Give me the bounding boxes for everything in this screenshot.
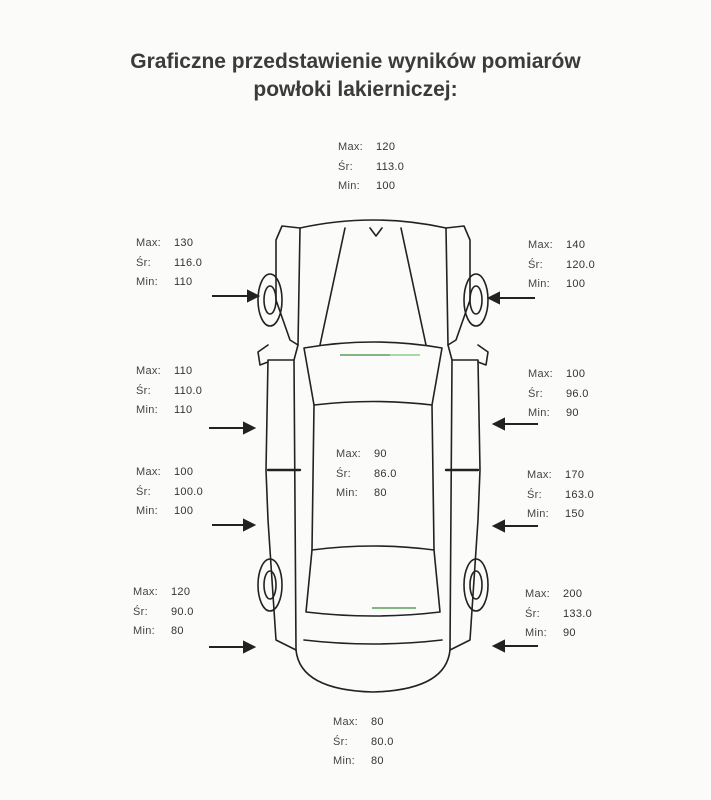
avg-value: 80.0 [371, 735, 394, 748]
avg-value: 116.0 [174, 256, 203, 269]
avg-label: Śr: [528, 258, 543, 271]
car-body-outline [293, 219, 453, 693]
avg-label: Śr: [527, 488, 542, 501]
arrow-right-icon [247, 289, 261, 303]
avg-label: Śr: [136, 256, 151, 269]
min-label: Min: [136, 505, 158, 517]
avg-label: Śr: [525, 607, 540, 620]
page-title: Graficzne przedstawienie wyników pomiaró… [0, 48, 711, 104]
max-label: Max: [136, 466, 162, 478]
avg-value: 86.0 [374, 467, 397, 480]
max-value: 100 [566, 368, 586, 380]
min-label: Min: [133, 625, 155, 637]
measure-front-left: Max: 130 Śr: 116.0 Min: 110 [136, 234, 202, 293]
min-label: Min: [527, 508, 549, 520]
avg-label: Śr: [528, 387, 543, 400]
max-value: 170 [565, 469, 585, 481]
min-value: 80 [374, 487, 387, 499]
max-value: 80 [371, 716, 384, 728]
rear-window [305, 545, 441, 617]
avg-label: Śr: [338, 160, 353, 173]
min-label: Min: [336, 487, 358, 499]
title-line-1: Graficzne przedstawienie wyników pomiaró… [130, 50, 581, 73]
min-label: Min: [136, 404, 158, 416]
avg-value: 110.0 [174, 384, 203, 397]
measure-roof: Max: 90 Śr: 86.0 Min: 80 [336, 445, 397, 504]
measure-door-rear-right: Max: 170 Śr: 163.0 Min: 150 [527, 466, 594, 525]
min-label: Min: [136, 276, 158, 288]
arrows [209, 289, 538, 654]
min-value: 100 [376, 180, 396, 192]
measure-door-front-left: Max: 110 Śr: 110.0 Min: 110 [136, 362, 202, 421]
min-label: Min: [525, 627, 547, 639]
avg-value: 113.0 [376, 160, 405, 173]
arrow-left-icon [491, 639, 505, 653]
max-value: 130 [174, 237, 194, 249]
max-label: Max: [336, 448, 362, 460]
max-value: 140 [566, 239, 586, 251]
measure-door-front-right: Max: 100 Śr: 96.0 Min: 90 [528, 365, 589, 424]
title-line-2: powłoki lakierniczej: [253, 78, 458, 101]
min-label: Min: [528, 278, 550, 290]
arrow-left-icon [486, 291, 500, 305]
avg-value: 96.0 [566, 387, 589, 400]
max-label: Max: [333, 716, 359, 728]
max-label: Max: [136, 365, 162, 377]
measure-rear-right: Max: 200 Śr: 133.0 Min: 90 [525, 585, 592, 644]
avg-label: Śr: [136, 485, 151, 498]
max-label: Max: [528, 368, 554, 380]
min-value: 100 [566, 278, 586, 290]
max-value: 100 [174, 466, 194, 478]
avg-value: 120.0 [566, 258, 596, 271]
avg-label: Śr: [136, 384, 151, 397]
avg-label: Śr: [336, 467, 351, 480]
arrow-left-icon [491, 417, 505, 431]
measure-door-rear-left: Max: 100 Śr: 100.0 Min: 100 [136, 463, 203, 522]
max-label: Max: [527, 469, 553, 481]
measure-rear-left: Max: 120 Śr: 90.0 Min: 80 [133, 583, 194, 642]
min-label: Min: [338, 180, 360, 192]
arrow-right-icon [243, 421, 257, 435]
avg-value: 133.0 [563, 607, 593, 620]
arrow-right-icon [243, 640, 257, 654]
max-label: Max: [136, 237, 162, 249]
max-value: 120 [171, 586, 191, 598]
max-value: 200 [563, 588, 583, 600]
min-value: 80 [171, 625, 184, 637]
avg-value: 90.0 [171, 605, 194, 618]
measure-front-right: Max: 140 Śr: 120.0 Min: 100 [528, 236, 595, 295]
avg-value: 100.0 [174, 485, 204, 498]
min-label: Min: [333, 755, 355, 767]
avg-label: Śr: [333, 735, 348, 748]
min-value: 90 [566, 407, 579, 419]
min-value: 90 [563, 627, 576, 639]
avg-label: Śr: [133, 605, 148, 618]
arrow-left-icon [491, 519, 505, 533]
min-value: 110 [174, 404, 193, 416]
max-label: Max: [133, 586, 159, 598]
max-label: Max: [528, 239, 554, 251]
measure-hood: Max: 120 Śr: 113.0 Min: 100 [338, 138, 404, 197]
min-value: 100 [174, 505, 194, 517]
max-value: 120 [376, 141, 396, 153]
measure-trunk: Max: 80 Śr: 80.0 Min: 80 [333, 713, 394, 772]
max-label: Max: [525, 588, 551, 600]
windshield [303, 341, 443, 406]
avg-value: 163.0 [565, 488, 595, 501]
min-label: Min: [528, 407, 550, 419]
min-value: 80 [371, 755, 384, 767]
max-value: 110 [174, 365, 193, 377]
min-value: 110 [174, 276, 193, 288]
min-value: 150 [565, 508, 585, 520]
max-label: Max: [338, 141, 364, 153]
arrow-right-icon [243, 518, 257, 532]
max-value: 90 [374, 448, 387, 460]
